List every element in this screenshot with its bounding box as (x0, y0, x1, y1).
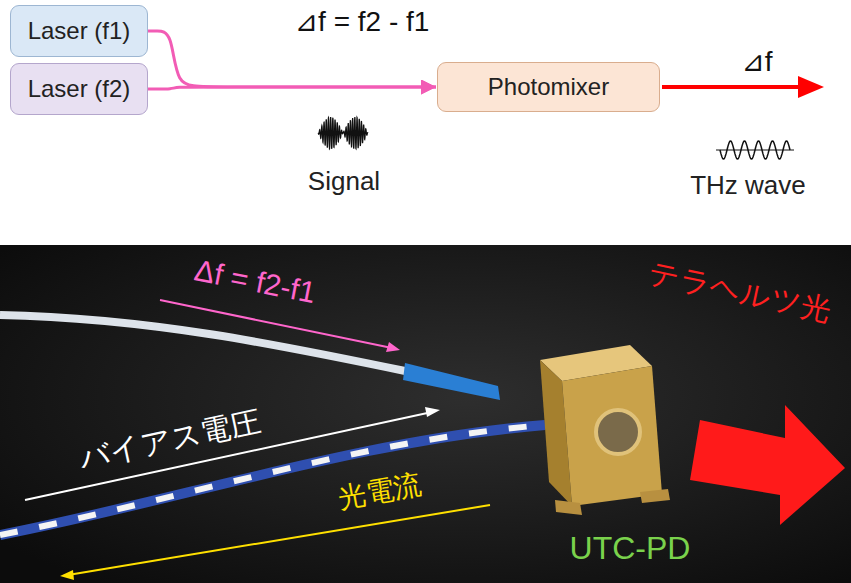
output-arrowhead (798, 76, 824, 98)
signal-waveform-path (318, 117, 368, 149)
annotation-arrowhead (60, 570, 74, 580)
annotation-arrowhead (425, 407, 440, 417)
annotation-line (160, 300, 392, 348)
process-box: Laser (f2) (10, 63, 148, 115)
thz-beam-arrow (690, 405, 845, 525)
beam-connector (148, 31, 436, 87)
wave-label: THz wave (690, 171, 806, 201)
housing-window (596, 410, 640, 454)
box-label: Laser (f2) (28, 75, 131, 103)
process-box: Photomixer (437, 62, 660, 112)
optical-fiber (0, 315, 410, 372)
annotation-arrowhead (386, 342, 400, 352)
beam-connector (148, 87, 436, 89)
thz-waveform-path (720, 141, 790, 159)
housing-front (562, 366, 662, 506)
signal-label: Signal (308, 167, 380, 197)
photo-background (0, 245, 851, 583)
thz-waveform (716, 141, 794, 159)
edge-label: ⊿f = f2 - f1 (295, 6, 430, 38)
box-label: Laser (f1) (28, 17, 131, 45)
process-box: Laser (f1) (10, 5, 148, 57)
output-arrow (662, 85, 800, 89)
fiber-boot (403, 363, 500, 400)
device-label: UTC-PD (570, 530, 691, 567)
housing-flange (640, 489, 670, 503)
annotation-line (68, 505, 490, 575)
frequency-label: ⊿f (741, 46, 772, 78)
housing-flange (555, 500, 582, 515)
box-label: Photomixer (488, 73, 609, 101)
signal-waveform (318, 117, 368, 149)
